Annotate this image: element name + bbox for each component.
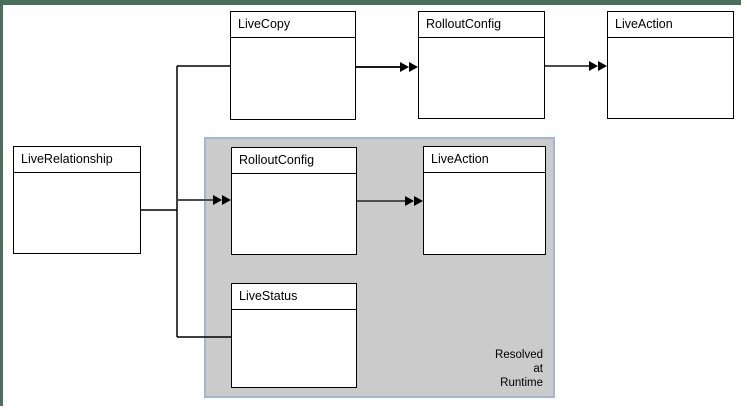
runtime-label-line: Resolved (495, 349, 543, 361)
node-rolloutconfig-top-title: RolloutConfig (419, 12, 544, 38)
node-liveaction-top-title: LiveAction (608, 12, 733, 38)
node-liveaction-runtime-title: LiveAction (424, 147, 545, 173)
runtime-label-line: at (533, 363, 543, 375)
node-rolloutconfig-top: RolloutConfig (418, 11, 545, 119)
node-liveaction-runtime: LiveAction (423, 146, 546, 255)
window-frame-top (0, 0, 741, 5)
node-livestatus: LiveStatus (231, 283, 357, 388)
edge-rolloutconfig-to-liveaction (545, 61, 607, 71)
node-liveaction-top: LiveAction (607, 11, 734, 119)
edge-rolloutconfig-runtime-to-liveaction-runtime (357, 196, 423, 206)
node-liverelationship: LiveRelationship (13, 146, 141, 254)
node-rolloutconfig-runtime: RolloutConfig (231, 147, 357, 255)
node-livestatus-title: LiveStatus (232, 284, 356, 310)
plain-connectors (141, 65, 231, 338)
runtime-group-label: Resolved at Runtime (495, 348, 543, 390)
node-livecopy-title: LiveCopy (231, 12, 355, 38)
node-rolloutconfig-runtime-title: RolloutConfig (232, 148, 356, 174)
edge-to-rolloutconfig-runtime (177, 195, 231, 205)
runtime-label-line: Runtime (500, 377, 543, 389)
window-frame-left (0, 0, 3, 406)
edge-livecopy-to-rolloutconfig (356, 62, 418, 72)
node-livecopy: LiveCopy (230, 11, 356, 120)
node-liverelationship-title: LiveRelationship (14, 147, 140, 173)
